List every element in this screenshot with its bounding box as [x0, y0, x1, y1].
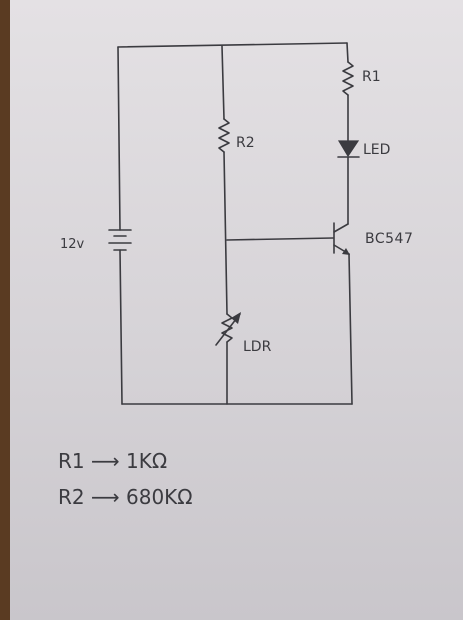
transistor-bc547 [333, 222, 350, 255]
ldr-resistor [221, 313, 233, 343]
led-symbol [337, 140, 360, 158]
resistor-r2 [218, 118, 230, 153]
left-wire-upper [117, 46, 121, 231]
mid-wire-center [223, 151, 228, 315]
led-label: LED [363, 142, 391, 158]
r1-label: R1 [362, 69, 381, 85]
resistor-r1 [342, 61, 354, 96]
ldr-label: LDR [243, 339, 272, 355]
mid-wire-top [221, 45, 225, 120]
note-r2-value: R2 ⟶ 680KΩ [58, 485, 193, 509]
right-wire-top [346, 42, 349, 63]
emitter-wire [348, 253, 353, 405]
battery-symbol [108, 229, 132, 251]
ldr-arrow [215, 312, 241, 346]
note-r1-value: R1 ⟶ 1KΩ [58, 449, 168, 473]
r2-label: R2 [236, 135, 255, 151]
base-wire [226, 237, 334, 241]
transistor-label: BC547 [365, 231, 414, 247]
paper-sheet [10, 0, 463, 620]
top-wire [117, 42, 348, 48]
left-wire-lower [119, 249, 123, 405]
supply-label: 12v [60, 237, 85, 252]
